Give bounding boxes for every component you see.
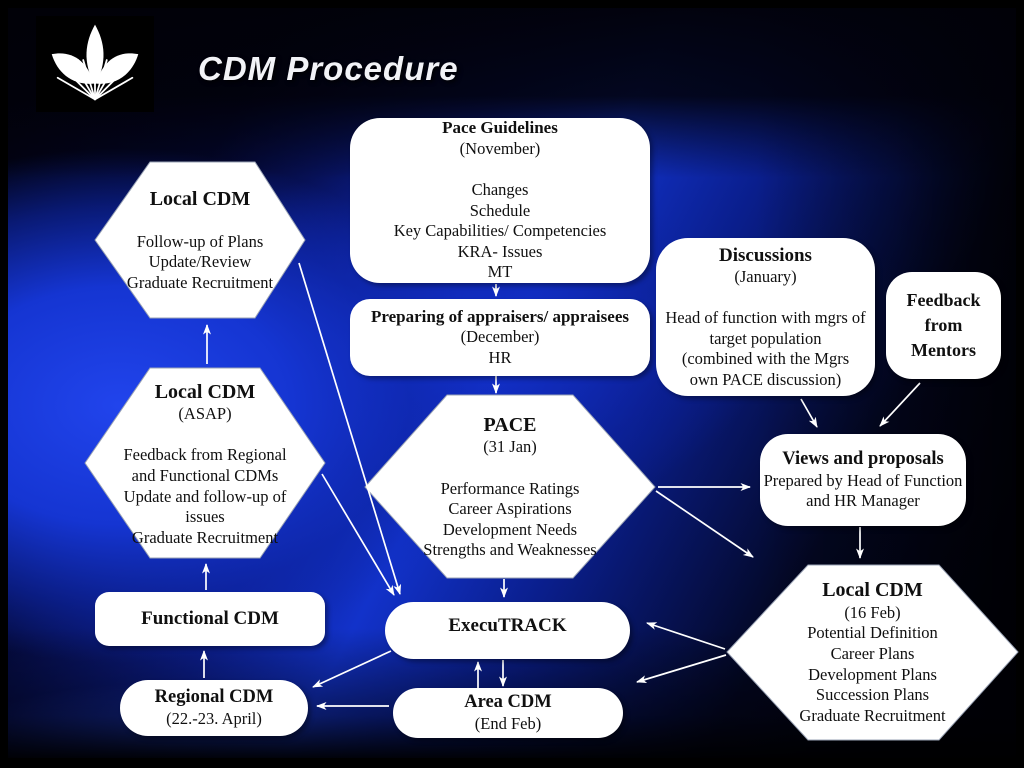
arrow-executrack-to-regional [312,650,392,688]
arrow-asap-to-executrack [321,473,395,596]
node-local-cdm-followup: Local CDM Follow-up of Plans Update/Revi… [126,187,274,292]
arrow-16feb-to-executrack [646,622,726,650]
arrow-mentors-to-views [879,382,921,427]
hexagon-local-cdm-followup [94,161,306,319]
page-title: CDM Procedure [198,50,459,87]
node-views-proposals: Views and proposals Prepared by Head of … [760,434,966,526]
node-functional-cdm: Functional CDM [95,592,325,646]
node-preparing-appraisers: Preparing of appraisers/ appraisees (Dec… [350,299,650,376]
company-logo [36,16,154,112]
node-pace: PACE (31 Jan) Performance Ratings Career… [423,413,597,560]
hexagon-local-cdm-16feb [726,564,1019,741]
node-area-cdm: Area CDM (End Feb) [393,688,623,738]
node-executrack: ExecuTRACK [385,602,630,659]
arrow-followup-to-executrack [298,262,402,595]
node-local-cdm-16feb: Local CDM (16 Feb) Potential Definition … [799,579,946,725]
node-feedback-mentors: Feedback from Mentors [886,272,1001,379]
hexagon-pace [364,394,656,579]
arrow-16feb-to-area [636,654,727,684]
node-discussions: Discussions (January) Head of function w… [656,238,875,396]
node-regional-cdm: Regional CDM (22.-23. April) [120,680,308,736]
hexagon-local-cdm-asap [84,367,326,559]
node-local-cdm-asap: Local CDM (ASAP) Feedback from Regional … [123,380,287,547]
node-pace-guidelines: Pace Guidelines (November) Changes Sched… [350,118,650,283]
arrow-discussions-to-views [800,398,818,428]
lotus-flower-icon [51,24,139,101]
arrow-pace-to-16feb [655,490,754,558]
